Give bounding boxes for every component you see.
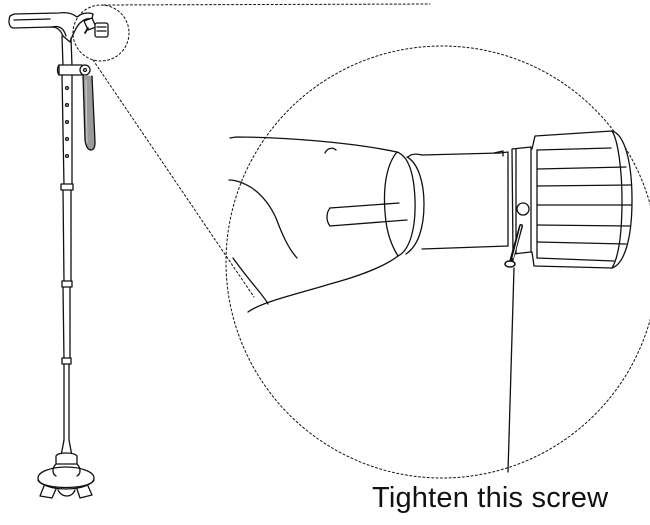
cane-handle <box>8 11 94 43</box>
walking-cane <box>8 11 109 499</box>
handle-body-detail <box>228 136 399 313</box>
caption-leader-line <box>507 267 515 473</box>
large-zoom-circle <box>225 45 650 479</box>
zoom-line-bottom <box>92 59 255 298</box>
caption-tighten-screw: Tighten this screw <box>372 482 609 514</box>
wrist-strap <box>56 64 96 151</box>
cane-pivot-base <box>37 452 95 499</box>
tube-detail <box>407 150 509 250</box>
ring-hole <box>516 202 530 216</box>
adjustment-knob-detail <box>531 130 633 269</box>
magnified-joint <box>228 130 633 313</box>
cane-lower-shaft <box>60 286 73 457</box>
zoom-line-top <box>103 3 431 6</box>
cane-middle-shaft <box>61 189 73 288</box>
zoom-callout <box>72 3 650 479</box>
cane-upper-shaft <box>60 74 74 191</box>
strap-detail <box>326 202 408 227</box>
screw-icon <box>504 224 523 268</box>
cane-knob-small <box>83 17 109 38</box>
locking-ring-detail <box>511 146 532 255</box>
small-zoom-circle <box>72 4 130 62</box>
collar-detail <box>396 151 425 257</box>
